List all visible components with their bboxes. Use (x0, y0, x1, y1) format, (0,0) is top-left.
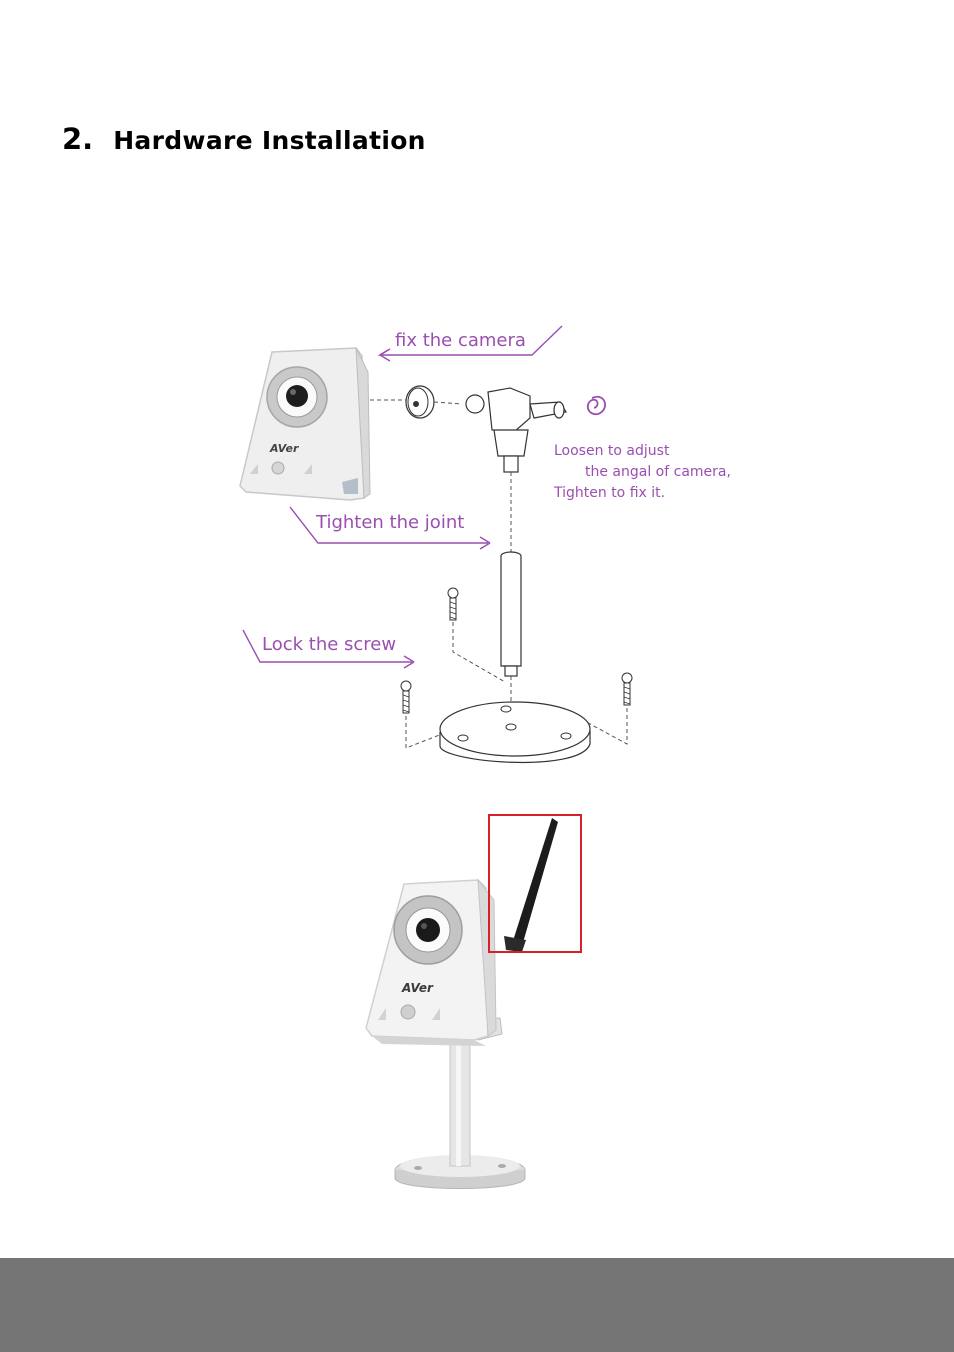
screw-drawing-right (621, 672, 633, 706)
photo-brand-logo: AVer (401, 981, 434, 995)
rotate-arrow-icon (586, 395, 606, 416)
locking-ring-drawing (405, 385, 435, 419)
installation-figure: AVer (239, 325, 731, 1189)
camera-drawing: AVer (239, 347, 371, 501)
screw-drawing-left (400, 680, 412, 714)
section-heading: 2. Hardware Installation (62, 122, 426, 156)
annotation-fix-camera: fix the camera (377, 325, 563, 362)
svg-text:Tighten the joint: Tighten the joint (315, 512, 464, 533)
antenna-photo (512, 818, 558, 946)
base-plate-drawing (439, 701, 591, 764)
svg-text:fix the camera: fix the camera (395, 330, 526, 351)
svg-text:Lock the screw: Lock the screw (262, 634, 396, 655)
exploded-diagram: AVer (239, 325, 731, 764)
section-number: 2. (62, 122, 94, 156)
annotation-tighten-joint: Tighten the joint (289, 506, 491, 550)
svg-text:Loosen to adjust: Loosen to adjust (554, 443, 670, 459)
svg-text:the angal of camera,: the angal of camera, (585, 464, 731, 480)
camera-brand-logo: AVer (269, 442, 299, 455)
assembled-camera-photo: AVer (365, 818, 558, 1189)
swivel-joint-drawing (465, 387, 567, 473)
svg-text:Tighten to fix it.: Tighten to fix it. (553, 485, 665, 501)
section-title: Hardware Installation (113, 126, 426, 155)
page-footer-bar (0, 1258, 954, 1352)
screw-drawing-top (447, 587, 459, 621)
stand-post-drawing (500, 551, 522, 677)
annotation-lock-screw: Lock the screw (242, 629, 415, 669)
antenna-highlight-box (488, 814, 582, 953)
annotation-loosen-adjust: Loosen to adjust the angal of camera, Ti… (553, 443, 731, 501)
